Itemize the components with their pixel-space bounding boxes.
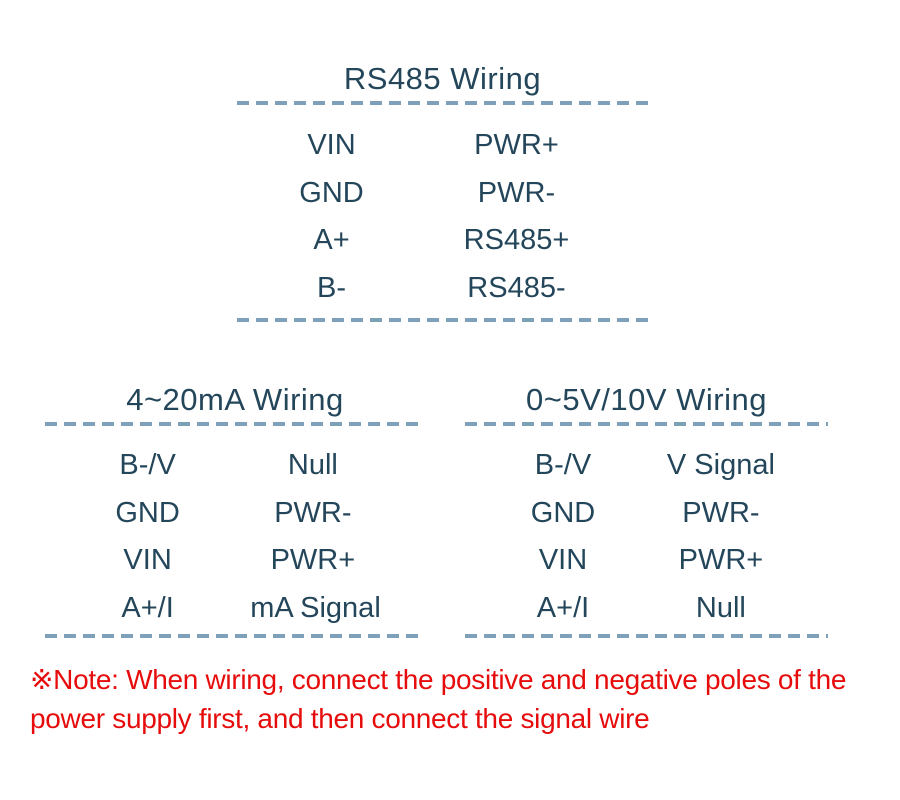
pin-function: PWR+ xyxy=(678,544,764,577)
pin-label: VIN xyxy=(123,544,172,577)
pin-label: A+/I xyxy=(536,591,590,624)
pin-row: B-/V V Signal xyxy=(465,442,828,490)
0-5v-10v-section-title: 0~5V/10V Wiring xyxy=(526,382,767,417)
wiring-note-line-2: power supply first, and then connect the… xyxy=(30,703,650,734)
pin-row: GND PWR- xyxy=(45,490,425,538)
pin-label: A+/I xyxy=(121,591,174,624)
dashed-divider xyxy=(465,634,828,638)
pin-label: GND xyxy=(530,496,596,529)
rs485-pin-table: VIN PWR+ GND PWR- A+ RS485+ B- RS485- xyxy=(237,122,648,312)
pin-function: mA Signal xyxy=(250,591,381,624)
pin-function: PWR+ xyxy=(474,129,559,162)
pin-row: VIN PWR+ xyxy=(237,122,648,170)
wiring-note-line-1: ※Note: When wiring, connect the positive… xyxy=(30,664,847,695)
pin-row: GND PWR- xyxy=(465,490,828,538)
pin-row: VIN PWR+ xyxy=(45,537,425,585)
pin-row: VIN PWR+ xyxy=(465,537,828,585)
4-20ma-section-title: 4~20mA Wiring xyxy=(126,382,344,417)
0-5v-10v-pin-table: B-/V V Signal GND PWR- VIN PWR+ A+/I Nul… xyxy=(465,442,828,632)
pin-label: B-/V xyxy=(534,449,592,482)
rs485-section-title: RS485 Wiring xyxy=(343,61,542,96)
dashed-divider xyxy=(45,634,425,638)
rs485-wiring-section: RS485 Wiring VIN PWR+ GND PWR- A+ RS485+… xyxy=(237,57,648,322)
pin-row: A+ RS485+ xyxy=(237,217,648,265)
pin-row: B-/V Null xyxy=(45,442,425,490)
0-5v-10v-wiring-section: 0~5V/10V Wiring B-/V V Signal GND PWR- V… xyxy=(465,378,828,638)
pin-label: B- xyxy=(317,271,347,304)
4-20ma-wiring-section: 4~20mA Wiring B-/V Null GND PWR- VIN PWR… xyxy=(45,378,425,638)
pin-label: VIN xyxy=(538,544,588,577)
pin-row: B- RS485- xyxy=(237,265,648,313)
pin-function: RS485- xyxy=(467,271,566,304)
pin-label: GND xyxy=(115,496,180,529)
pin-label: GND xyxy=(299,176,364,209)
pin-row: A+/I Null xyxy=(465,585,828,633)
dashed-divider xyxy=(237,318,648,322)
4-20ma-pin-table: B-/V Null GND PWR- VIN PWR+ A+/I mA Sign… xyxy=(45,442,425,632)
pin-function: RS485+ xyxy=(463,224,570,257)
pin-function: PWR+ xyxy=(270,544,356,577)
pin-label: B-/V xyxy=(119,449,176,482)
pin-function: V Signal xyxy=(666,449,775,482)
pin-function: PWR- xyxy=(274,496,352,529)
pin-label: A+ xyxy=(313,224,350,257)
pin-function: PWR- xyxy=(682,496,760,529)
dashed-divider xyxy=(45,422,425,426)
dashed-divider xyxy=(465,422,828,426)
pin-label: VIN xyxy=(307,129,356,162)
wiring-note: ※Note: When wiring, connect the positive… xyxy=(30,660,885,738)
dashed-divider xyxy=(237,101,648,105)
pin-row: GND PWR- xyxy=(237,170,648,218)
pin-function: Null xyxy=(695,591,746,624)
pin-function: Null xyxy=(287,449,338,482)
pin-row: A+/I mA Signal xyxy=(45,585,425,633)
pin-function: PWR- xyxy=(477,176,556,209)
